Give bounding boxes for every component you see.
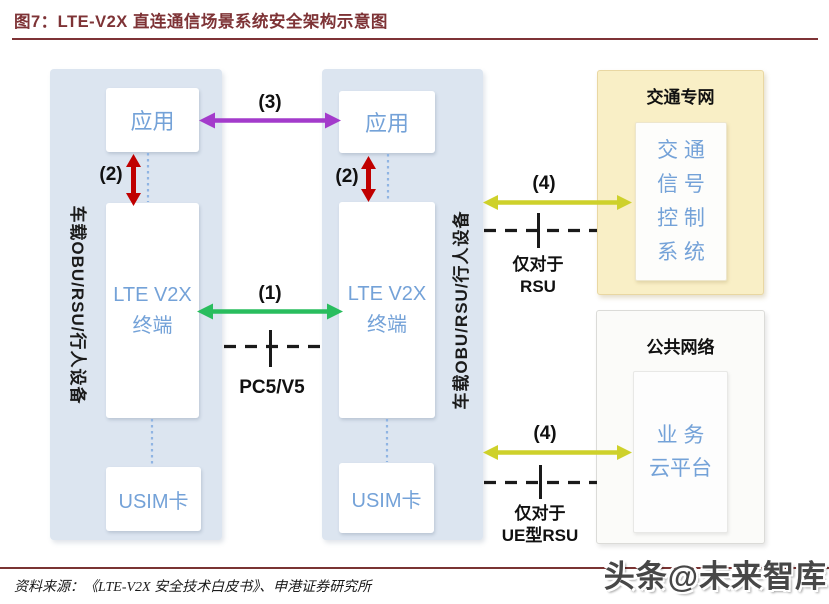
- public-network-title: 公共网络: [646, 338, 715, 357]
- left-device-strip-label: 车载OBU/RSU/行人设备: [68, 205, 87, 405]
- system-line-3: 控 制: [657, 206, 705, 230]
- ue-rsu-only-note: 仅对于 UE型RSU: [480, 503, 600, 547]
- interface-4-label-bottom: (4): [533, 423, 557, 444]
- footer-divider: [0, 567, 829, 569]
- right-app-label: 应用: [364, 111, 409, 136]
- platform-line-2: 云平台: [649, 457, 712, 480]
- right-usim-label: USIM卡: [351, 489, 422, 512]
- platform-line-1: 业 务: [656, 424, 705, 447]
- interface-1-label: (1): [258, 283, 282, 304]
- traffic-signal-control-system-box: 交 通 信 号 控 制 系 统: [635, 122, 727, 281]
- public-network-box: 公共网络 业 务 云平台: [596, 310, 765, 544]
- pc5-interface-dash: [224, 330, 320, 367]
- figure-title: 图7：LTE-V2X 直连通信场景系统安全架构示意图: [14, 13, 388, 31]
- right-app-box: 应用: [339, 91, 435, 153]
- right-lte-terminal-line1: LTE V2X: [347, 283, 427, 305]
- title-underline: [12, 38, 818, 40]
- ue-rsu-only-note-line2: UE型RSU: [501, 526, 579, 545]
- rsu-only-note-line2: RSU: [520, 277, 556, 296]
- left-usim-box: USIM卡: [106, 467, 201, 531]
- interface-2-label-right: (2): [335, 166, 359, 187]
- ue-rsu-interface-dash: [484, 465, 597, 499]
- left-usim-label: USIM卡: [118, 490, 189, 513]
- left-app-box: 应用: [106, 88, 199, 152]
- source-note: 资料来源：《LTE-V2X 安全技术白皮书》、申港证券研究所: [14, 580, 372, 595]
- watermark: 头条@未来智库: [603, 559, 827, 594]
- rsu-interface-dash: [484, 213, 597, 248]
- interface-3-label: (3): [258, 92, 282, 113]
- system-line-4: 系 统: [657, 240, 705, 264]
- interface-4-label-top: (4): [532, 173, 556, 194]
- rsu-only-note: 仅对于 RSU: [488, 254, 588, 298]
- system-line-2: 信 号: [657, 172, 705, 196]
- left-app-label: 应用: [130, 109, 175, 134]
- right-lte-terminal-box: LTE V2X 终端: [339, 202, 435, 418]
- left-lte-terminal-box: LTE V2X 终端: [106, 203, 199, 418]
- right-device-strip-label: 车载OBU/RSU/行人设备: [452, 210, 471, 410]
- left-lte-terminal-line1: LTE V2X: [113, 283, 192, 306]
- service-cloud-platform-box: 业 务 云平台: [633, 371, 728, 533]
- traffic-private-network-box: 交通专网 交 通 信 号 控 制 系 统: [597, 70, 764, 295]
- traffic-private-network-title: 交通专网: [646, 88, 715, 107]
- rsu-only-note-line1: 仅对于: [512, 255, 564, 274]
- right-lte-terminal-line2: 终端: [367, 314, 407, 336]
- left-lte-terminal-line2: 终端: [132, 314, 173, 337]
- ue-rsu-only-note-line1: 仅对于: [514, 504, 566, 523]
- right-usim-box: USIM卡: [339, 463, 434, 533]
- system-line-1: 交 通: [657, 138, 705, 162]
- interface-2-label-left: (2): [99, 164, 123, 185]
- pc5-interface-label: PC5/V5: [239, 377, 305, 398]
